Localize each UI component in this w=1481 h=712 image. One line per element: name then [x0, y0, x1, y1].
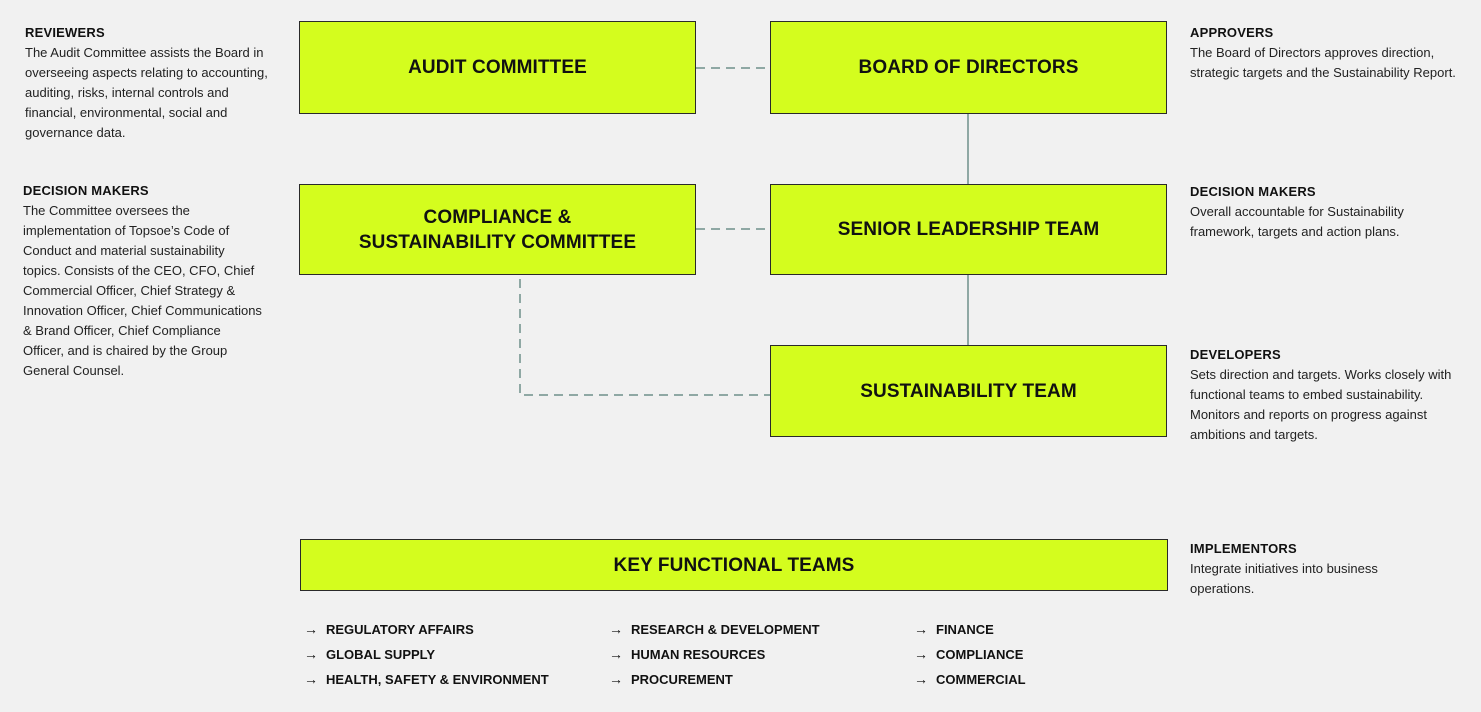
team-item: → GLOBAL SUPPLY — [304, 642, 549, 667]
arrow-right-icon: → — [609, 621, 623, 637]
board-of-directors-box: BOARD OF DIRECTORS — [770, 21, 1167, 114]
board-of-directors-label: BOARD OF DIRECTORS — [858, 57, 1079, 78]
senior-leadership-team-box: SENIOR LEADERSHIP TEAM — [770, 184, 1167, 275]
team-item-label: HEALTH, SAFETY & ENVIRONMENT — [326, 672, 549, 687]
key-functional-teams-box: KEY FUNCTIONAL TEAMS — [300, 539, 1168, 591]
connector-compliance-sustainability — [519, 279, 770, 396]
senior-decision-makers-note: DECISION MAKERS Overall accountable for … — [1190, 182, 1460, 242]
arrow-right-icon: → — [914, 646, 928, 662]
developers-note: DEVELOPERS Sets direction and targets. W… — [1190, 345, 1460, 445]
team-item: → HEALTH, SAFETY & ENVIRONMENT — [304, 667, 549, 692]
arrow-right-icon: → — [304, 646, 318, 662]
developers-heading: DEVELOPERS — [1190, 347, 1281, 362]
compliance-label-line2: SUSTAINABILITY COMMITTEE — [358, 231, 637, 253]
team-list-column-2: → RESEARCH & DEVELOPMENT → HUMAN RESOURCES… — [609, 617, 820, 692]
sustainability-team-box: SUSTAINABILITY TEAM — [770, 345, 1167, 437]
approvers-heading: APPROVERS — [1190, 25, 1274, 40]
senior-decision-makers-body: Overall accountable for Sustainability f… — [1190, 204, 1404, 239]
arrow-right-icon: → — [609, 671, 623, 687]
compliance-label-line1: COMPLIANCE & — [423, 206, 572, 228]
approvers-note: APPROVERS The Board of Directors approve… — [1190, 23, 1460, 83]
team-item-label: HUMAN RESOURCES — [631, 647, 766, 662]
arrow-right-icon: → — [914, 671, 928, 687]
arrow-right-icon: → — [914, 621, 928, 637]
team-item: → PROCUREMENT — [609, 667, 820, 692]
audit-committee-box: AUDIT COMMITTEE — [299, 21, 696, 114]
team-item-label: RESEARCH & DEVELOPMENT — [631, 622, 820, 637]
reviewers-heading: REVIEWERS — [25, 25, 105, 40]
audit-committee-label: AUDIT COMMITTEE — [408, 57, 587, 78]
sustainability-team-label: SUSTAINABILITY TEAM — [860, 380, 1077, 402]
team-item-label: COMPLIANCE — [936, 647, 1024, 662]
team-item: → COMPLIANCE — [914, 642, 1026, 667]
implementors-heading: IMPLEMENTORS — [1190, 541, 1297, 556]
senior-leadership-team-label: SENIOR LEADERSHIP TEAM — [837, 219, 1100, 240]
team-item-label: PROCUREMENT — [631, 672, 733, 687]
team-list-column-1: → REGULATORY AFFAIRS → GLOBAL SUPPLY → HEAL… — [304, 617, 549, 692]
team-item-label: REGULATORY AFFAIRS — [326, 622, 474, 637]
compliance-decision-makers-note: DECISION MAKERS The Committee oversees t… — [23, 181, 265, 381]
arrow-right-icon: → — [609, 646, 623, 662]
team-item: → COMMERCIAL — [914, 667, 1026, 692]
team-item: → FINANCE — [914, 617, 1026, 642]
developers-body: Sets direction and targets. Works closel… — [1190, 367, 1452, 442]
compliance-decision-makers-body: The Committee oversees the implementatio… — [23, 203, 262, 378]
compliance-sustainability-committee-box: COMPLIANCE & SUSTAINABILITY COMMITTEE — [299, 184, 696, 275]
arrow-right-icon: → — [304, 621, 318, 637]
team-item: → RESEARCH & DEVELOPMENT — [609, 617, 820, 642]
team-item: → REGULATORY AFFAIRS — [304, 617, 549, 642]
team-item-label: COMMERCIAL — [936, 672, 1026, 687]
implementors-body: Integrate initiatives into business oper… — [1190, 561, 1378, 596]
compliance-decision-makers-heading: DECISION MAKERS — [23, 183, 149, 198]
team-item-label: FINANCE — [936, 622, 994, 637]
reviewers-note: REVIEWERS The Audit Committee assists th… — [25, 23, 275, 143]
team-list-column-3: → FINANCE → COMPLIANCE → COMMERCIAL — [914, 617, 1026, 692]
implementors-note: IMPLEMENTORS Integrate initiatives into … — [1190, 539, 1410, 599]
team-item: → HUMAN RESOURCES — [609, 642, 820, 667]
senior-decision-makers-heading: DECISION MAKERS — [1190, 184, 1316, 199]
key-functional-teams-label: KEY FUNCTIONAL TEAMS — [613, 554, 855, 576]
reviewers-body: The Audit Committee assists the Board in… — [25, 45, 268, 140]
arrow-right-icon: → — [304, 671, 318, 687]
team-item-label: GLOBAL SUPPLY — [326, 647, 436, 662]
approvers-body: The Board of Directors approves directio… — [1190, 45, 1456, 80]
